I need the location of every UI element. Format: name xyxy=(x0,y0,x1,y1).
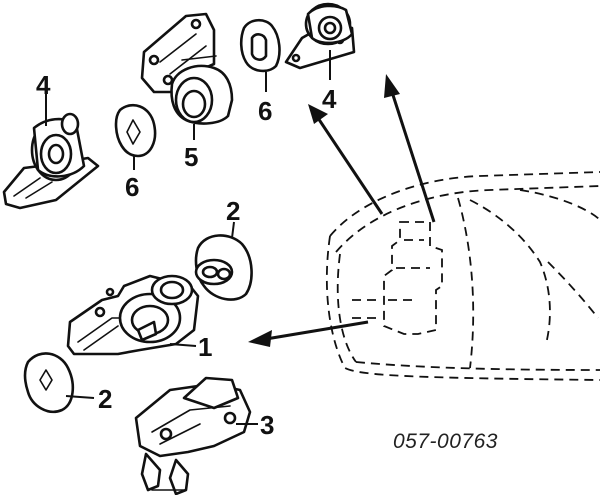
diagram-part-number: 057-00763 xyxy=(393,430,498,453)
leader-lines xyxy=(45,50,331,425)
callout-4-left: 4 xyxy=(36,70,51,100)
mount-3-lower xyxy=(134,376,252,495)
vehicle-outline xyxy=(325,171,600,381)
damper-2-upper xyxy=(194,234,253,301)
mount-4-right xyxy=(284,2,356,70)
arrow-to-mount-6 xyxy=(308,104,384,215)
callout-6-left: 6 xyxy=(125,172,139,202)
arrow-to-mount-4 xyxy=(384,74,436,223)
callout-6-upper: 6 xyxy=(258,96,272,126)
callout-5: 5 xyxy=(184,142,198,172)
mount-4-left xyxy=(2,112,100,210)
cushion-6-upper xyxy=(239,18,281,73)
callout-4-right: 4 xyxy=(322,84,337,114)
mount-5-body xyxy=(170,55,234,125)
callout-2-upper: 2 xyxy=(226,196,240,226)
washer-2-lower xyxy=(23,352,75,413)
arrow-to-mount-1 xyxy=(248,320,369,347)
mount-1-main xyxy=(66,274,200,356)
callout-3: 3 xyxy=(260,410,274,440)
washer-6-left xyxy=(114,103,157,158)
callout-1: 1 xyxy=(198,332,212,362)
vehicle-engine-outline xyxy=(383,221,443,335)
callout-2-lower: 2 xyxy=(98,384,112,414)
